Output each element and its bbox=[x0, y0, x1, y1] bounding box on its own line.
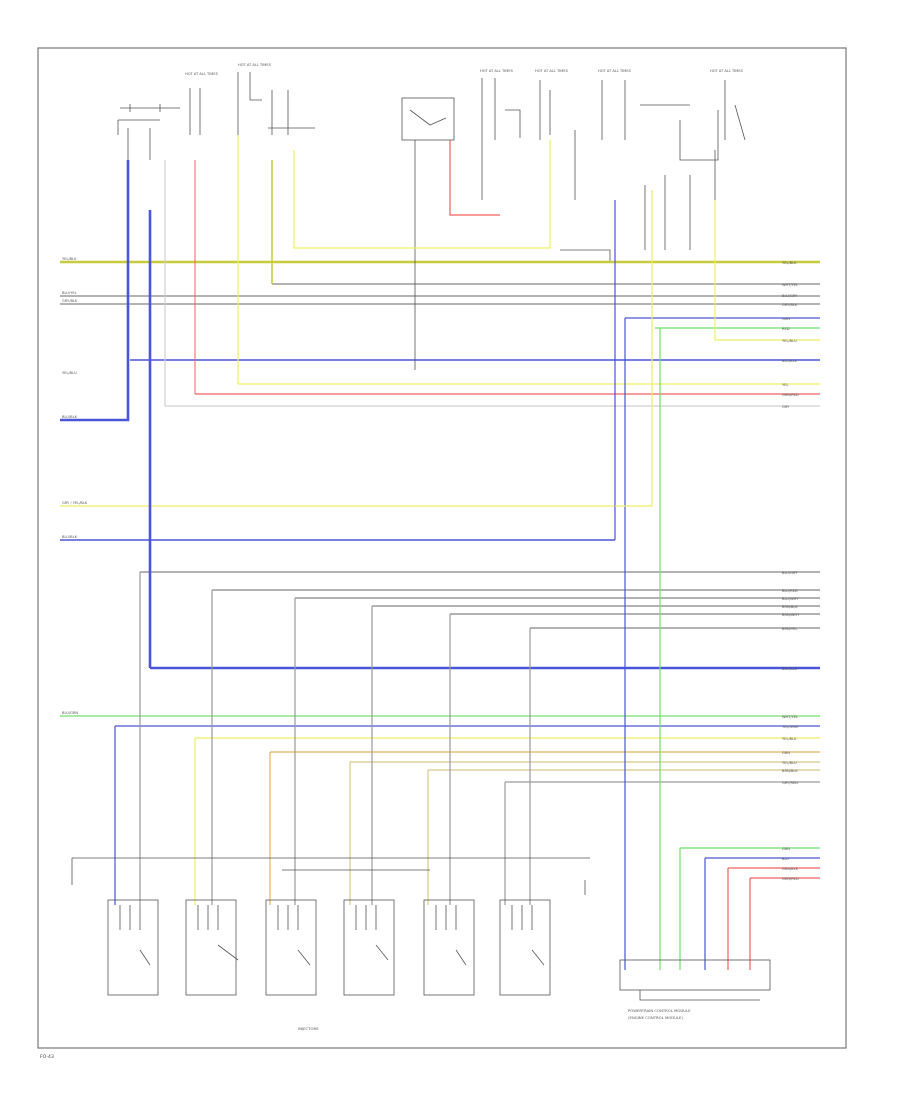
right-label-22: YEL/BLU bbox=[782, 761, 797, 765]
right-label-6: YEL/BLU bbox=[782, 339, 797, 343]
right-label-16: BRN/YEL bbox=[782, 627, 797, 631]
right-label-4: GRN bbox=[782, 317, 790, 321]
injectors-label: INJECTORS bbox=[298, 1026, 319, 1031]
injector-2 bbox=[185, 899, 237, 996]
left-label-2: GRY/BLK bbox=[62, 299, 78, 303]
left-labels: YEL/BLK BLU/YEL GRY/BLK YEL/BLU BLU/BLK … bbox=[62, 257, 88, 715]
pcm-label-line2: (ENGINE CONTROL MODULE) bbox=[628, 1015, 683, 1020]
right-label-9: GRN/RED bbox=[782, 393, 799, 397]
right-label-24: GRY/RED bbox=[782, 781, 798, 785]
right-label-7: BLU/BLK bbox=[782, 359, 798, 363]
right-label-25: GRN bbox=[782, 847, 790, 851]
right-label-21: GRN bbox=[782, 751, 790, 755]
left-label-0: YEL/BLK bbox=[62, 257, 77, 261]
left-label-6: BLU/BLK bbox=[62, 535, 78, 539]
fuse-label-5: HOT AT ALL TIMES bbox=[598, 69, 632, 73]
right-label-27: GRN/BLK bbox=[782, 867, 799, 871]
fuse-label-3: HOT AT ALL TIMES bbox=[480, 69, 514, 73]
injector-5 bbox=[423, 899, 475, 996]
injector-4 bbox=[343, 899, 395, 996]
diagram-watermark: FO-43 bbox=[40, 1054, 54, 1060]
fuse-label-2: HOT AT ALL TIMES bbox=[238, 63, 272, 67]
injector-6 bbox=[499, 899, 551, 996]
injectors bbox=[71, 857, 771, 1001]
right-label-17: BLU/BLK bbox=[782, 667, 798, 671]
right-label-18: WHT/YEL bbox=[782, 715, 798, 719]
pcm-label-line1: POWERTRAIN CONTROL MODULE bbox=[628, 1008, 691, 1013]
pcm-connector bbox=[619, 959, 771, 991]
vertical-wires bbox=[60, 135, 751, 970]
right-label-11: BLU/GRY bbox=[782, 571, 798, 575]
injector-3 bbox=[265, 899, 317, 996]
top-labels: HOT AT ALL TIMES HOT AT ALL TIMES HOT AT… bbox=[185, 63, 744, 76]
horizontal-buses bbox=[60, 260, 820, 879]
right-label-15: BRN/WHT bbox=[782, 613, 800, 617]
right-label-0: YEL/BLK bbox=[782, 261, 797, 265]
right-label-26: BLU bbox=[782, 857, 789, 861]
right-label-20: YEL/BLK bbox=[782, 737, 797, 741]
right-label-2: BLU/GRY bbox=[782, 294, 798, 298]
right-label-28: GRN/RED bbox=[782, 877, 799, 881]
right-label-3: GRY/BLK bbox=[782, 303, 798, 307]
right-label-23: BRN/BLK bbox=[782, 769, 798, 773]
right-label-5: RED bbox=[782, 327, 790, 331]
left-label-3: YEL/BLU bbox=[62, 371, 77, 375]
right-labels: YEL/BLK WHT/YEL BLU/GRY GRY/BLK GRN RED … bbox=[782, 261, 800, 881]
fuse-label-1: HOT AT ALL TIMES bbox=[185, 72, 219, 76]
right-label-8: YEL bbox=[782, 383, 788, 387]
right-label-12: BLU/RED bbox=[782, 589, 798, 593]
fuse-label-6: HOT AT ALL TIMES bbox=[710, 69, 744, 73]
fuse-label-4: HOT AT ALL TIMES bbox=[535, 69, 569, 73]
left-label-5: GRY / YEL/BLK bbox=[62, 501, 88, 505]
injector-1 bbox=[107, 899, 159, 996]
left-label-4: BLU/BLK bbox=[62, 415, 78, 419]
left-label-1: BLU/YEL bbox=[62, 291, 77, 295]
right-label-14: BRN/BLK bbox=[782, 605, 798, 609]
right-label-10: GRY bbox=[782, 405, 790, 409]
diagram-frame bbox=[37, 47, 847, 1049]
top-components bbox=[117, 72, 746, 262]
left-label-7: BLU/GRN bbox=[62, 711, 78, 715]
right-label-1: WHT/YEL bbox=[782, 283, 798, 287]
right-label-19: YEL/GRN bbox=[782, 725, 798, 729]
right-label-13: BLU/WHT bbox=[782, 597, 799, 601]
